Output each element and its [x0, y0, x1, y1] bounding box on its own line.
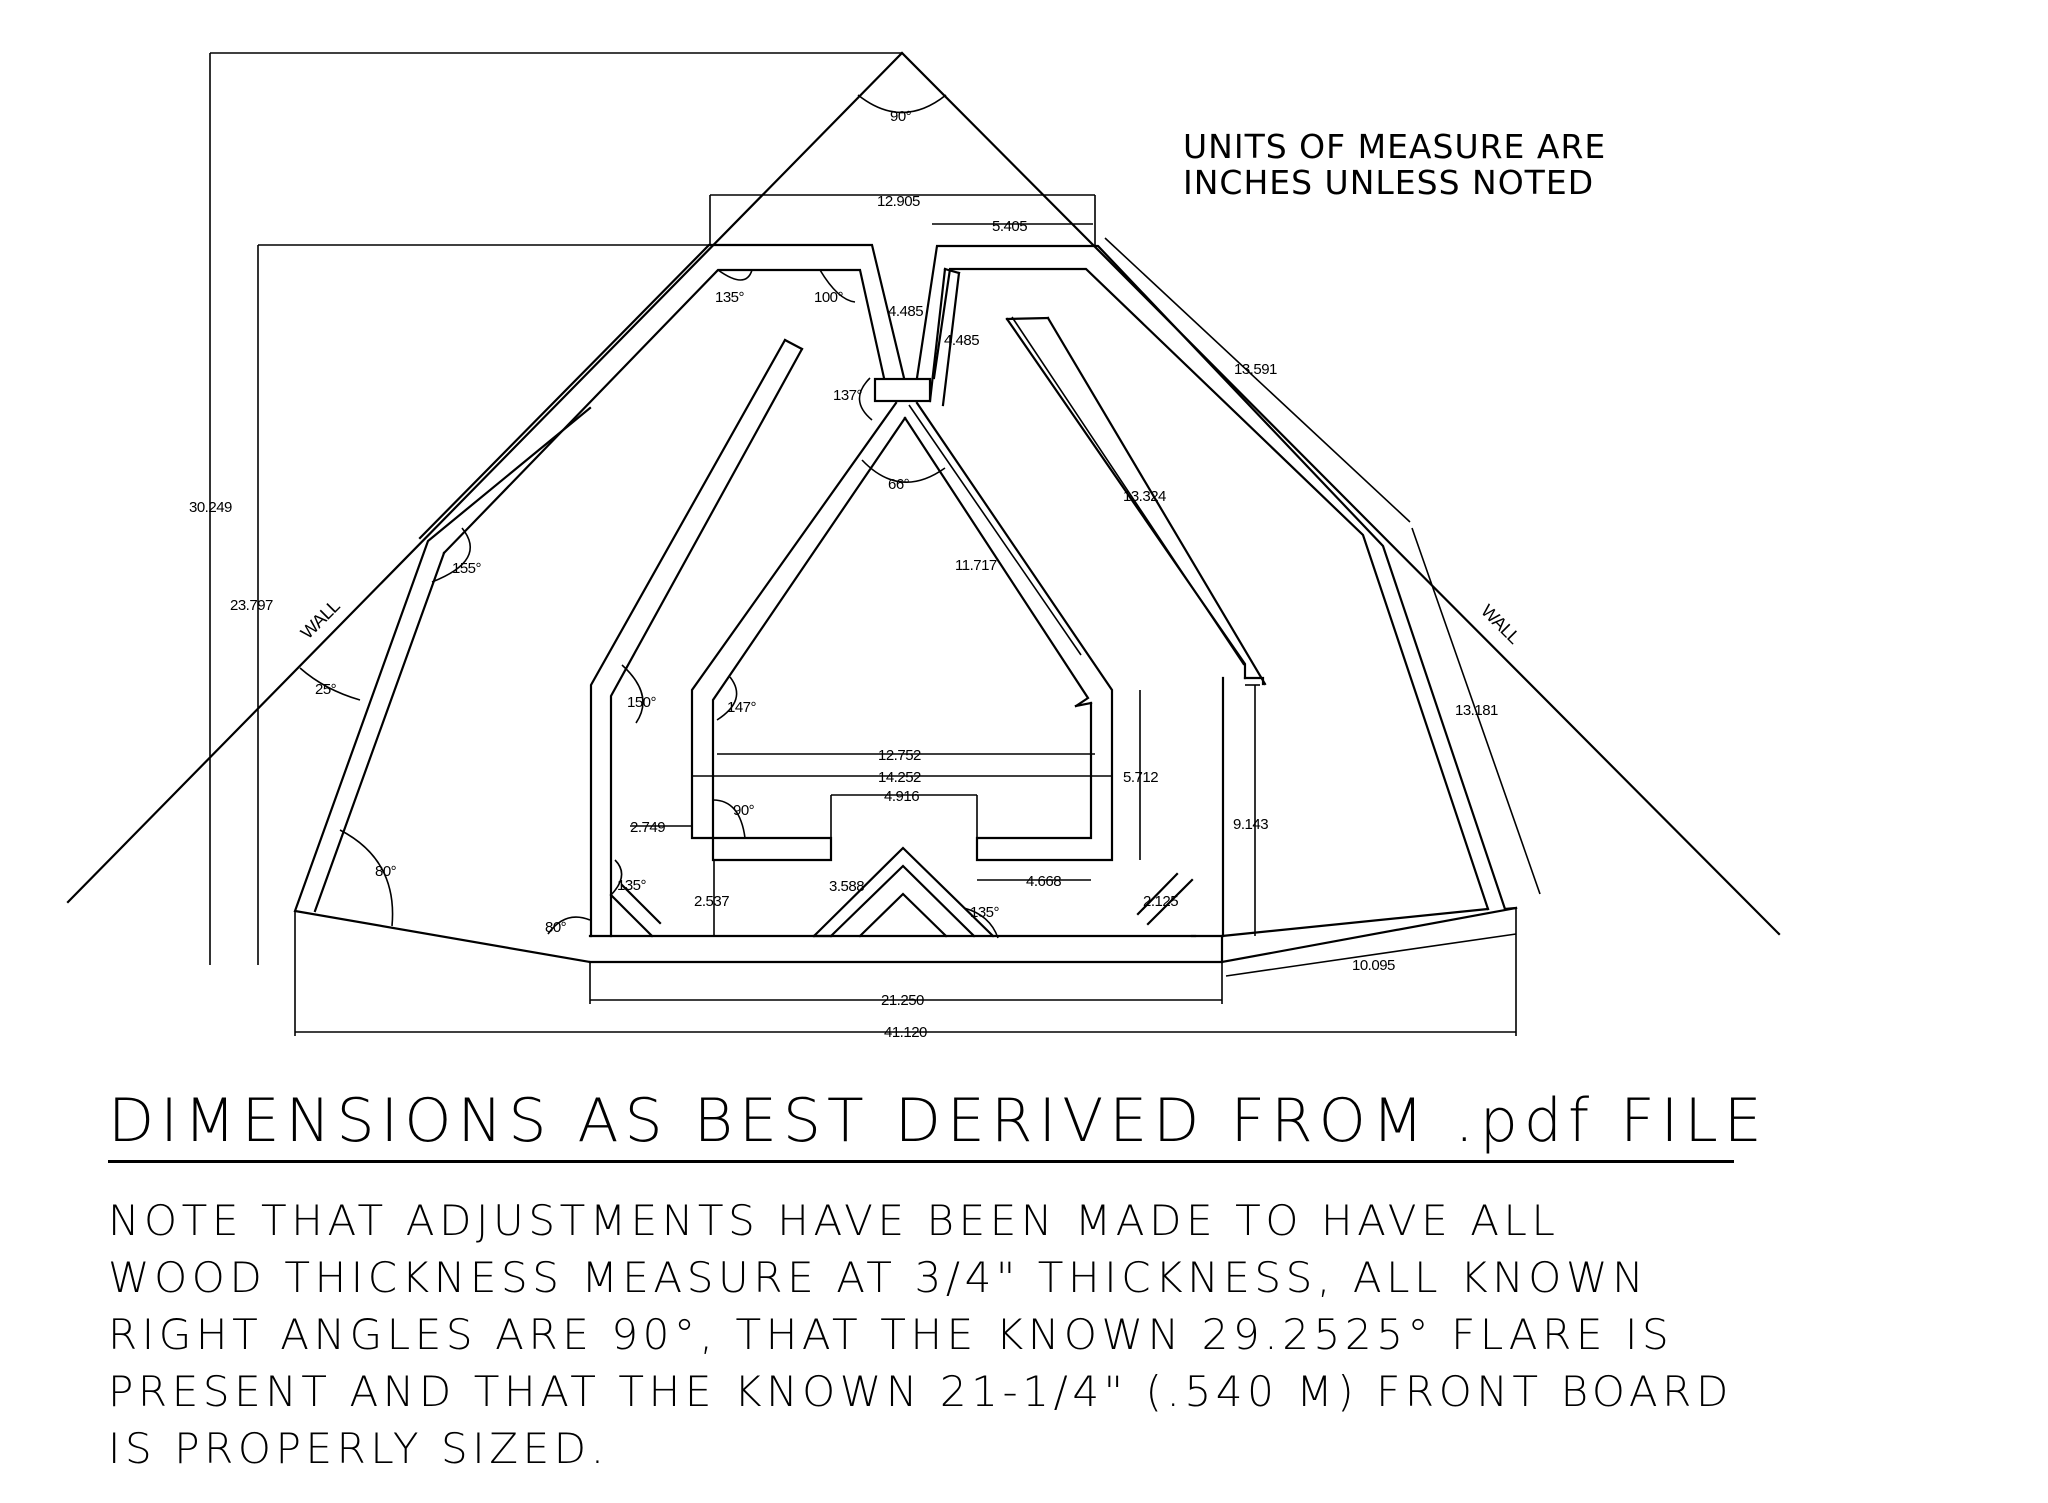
dim-12-752: 12.752 — [878, 747, 921, 764]
dim-41-120: 41.120 — [884, 1024, 927, 1041]
angle-135-bottom-left: 135° — [617, 877, 647, 894]
cabinet-shell — [293, 243, 1518, 964]
wall-label-left: WALL — [297, 596, 344, 643]
units-note-line-1: UNITS OF MEASURE ARE — [1183, 127, 1606, 166]
adjustments-note: NOTE THAT ADJUSTMENTS HAVE BEEN MADE TO … — [108, 1192, 1988, 1477]
angle-90-top: 90° — [890, 108, 912, 125]
dim-4-485-b: 4.485 — [944, 332, 979, 349]
note-line: IS PROPERLY SIZED. — [108, 1424, 609, 1473]
angle-90-inner: 90° — [733, 802, 755, 819]
note-line: WOOD THICKNESS MEASURE AT 3/4" THICKNESS… — [108, 1253, 1649, 1302]
dim-2-537: 2.537 — [694, 893, 729, 910]
dim-30-249: 30.249 — [189, 499, 232, 516]
angle-80-left: 80° — [375, 863, 397, 880]
angle-135-center: 135° — [970, 904, 1000, 921]
dim-4-485-a: 4.485 — [888, 303, 923, 320]
angle-150: 150° — [627, 694, 657, 711]
dim-10-095: 10.095 — [1352, 957, 1395, 974]
angle-25: 25° — [315, 681, 337, 698]
dim-14-252: 14.252 — [878, 769, 921, 786]
wall-lines — [66, 51, 1781, 936]
dim-23-797: 23.797 — [230, 597, 273, 614]
dim-3-588: 3.588 — [829, 878, 864, 895]
angle-80-bottom: 80° — [545, 919, 567, 936]
inner-right-panel — [1005, 316, 1267, 938]
dim-5-405: 5.405 — [992, 218, 1027, 235]
angle-155: 155° — [452, 560, 482, 577]
wall-label-right: WALL — [1477, 601, 1524, 648]
drawing-heading: DIMENSIONS AS BEST DERIVED FROM .pdf FIL… — [108, 1086, 1762, 1163]
dim-12-905: 12.905 — [877, 193, 920, 210]
dim-13-591: 13.591 — [1234, 361, 1277, 378]
dim-4-668: 4.668 — [1026, 873, 1061, 890]
throat-block — [873, 267, 961, 407]
dim-4-916: 4.916 — [884, 788, 919, 805]
dim-2-125: 2.125 — [1143, 893, 1178, 910]
center-chamber — [690, 401, 1114, 862]
angle-100: 100° — [814, 289, 844, 306]
dim-21-250: 21.250 — [881, 992, 924, 1009]
dim-9-143: 9.143 — [1233, 816, 1268, 833]
units-note-line-2: INCHES UNLESS NOTED — [1183, 163, 1594, 202]
note-line: RIGHT ANGLES ARE 90°, THAT THE KNOWN 29.… — [108, 1310, 1674, 1359]
dim-13-181: 13.181 — [1455, 702, 1498, 719]
angle-arcs — [299, 94, 999, 939]
dimension-lines — [209, 53, 1541, 1036]
note-line: NOTE THAT ADJUSTMENTS HAVE BEEN MADE TO … — [108, 1196, 1560, 1245]
angle-137: 137° — [833, 387, 863, 404]
dim-2-749: 2.749 — [630, 819, 665, 836]
angle-66: 66° — [888, 476, 910, 493]
inner-left-panel — [589, 338, 804, 938]
dim-11-717: 11.717 — [955, 557, 997, 574]
bottom-details — [609, 846, 1197, 938]
dim-5-712: 5.712 — [1123, 769, 1158, 786]
angle-147: 147° — [727, 699, 757, 716]
dim-13-324: 13.324 — [1123, 488, 1166, 505]
angle-135-left: 135° — [715, 289, 745, 306]
note-line: PRESENT AND THAT THE KNOWN 21-1/4" (.540… — [108, 1367, 1733, 1416]
